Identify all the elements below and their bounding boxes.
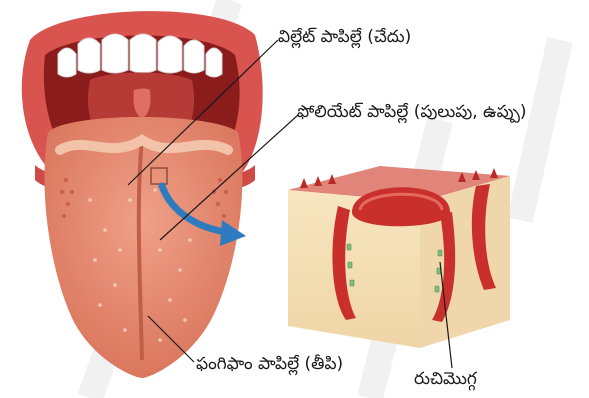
label-vallate-papillae: విల్లేట్ పాపిల్లే (చేదు)	[278, 29, 411, 46]
tissue-block	[288, 166, 510, 348]
label-foliate-papillae: ఫోలియేట్ పాపిల్లే (పులుపు, ఉప్పు)	[297, 104, 527, 121]
label-taste-bud: రుచిమొగ్గ	[414, 371, 477, 388]
tongue	[44, 117, 242, 378]
upper-teeth	[58, 34, 222, 77]
label-fungiform-papillae: ఫంగిఫాం పాపిల్లే (తీపి)	[196, 356, 343, 373]
